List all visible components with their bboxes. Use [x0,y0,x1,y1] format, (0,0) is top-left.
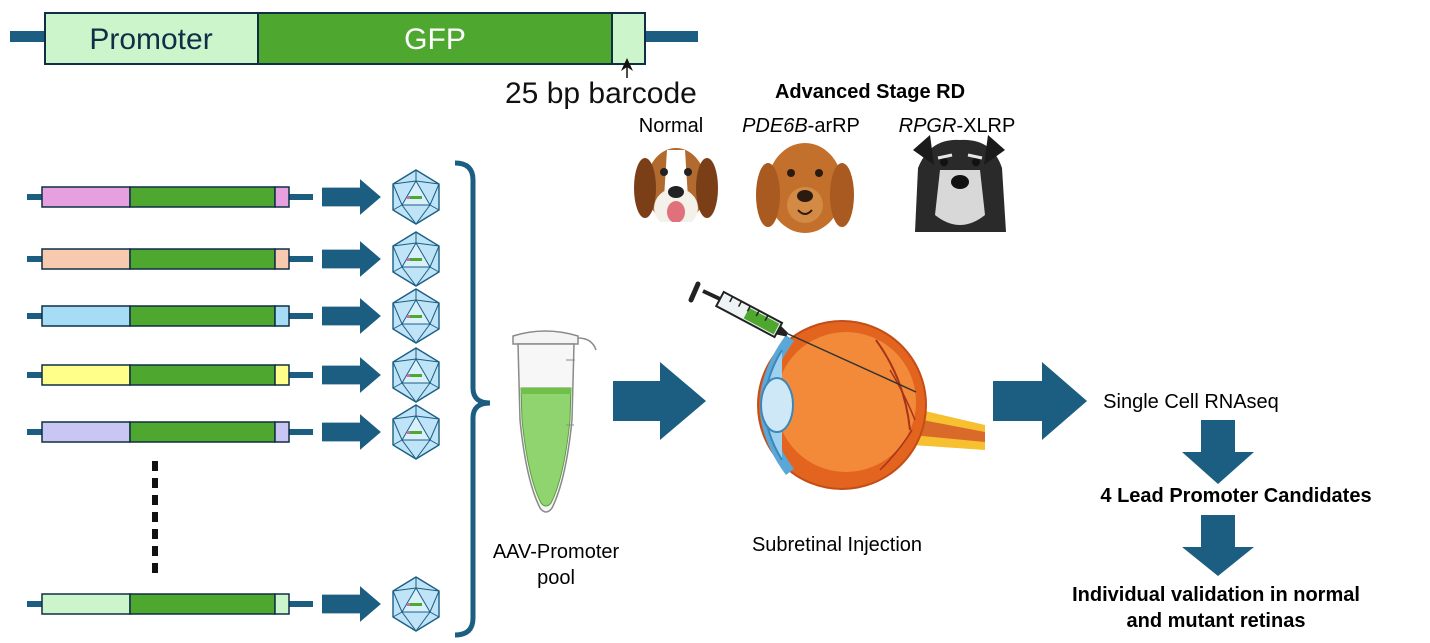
library-promoter [41,305,131,327]
library-row [27,347,440,403]
pipeline-step1: Single Cell RNAseq [1103,391,1279,413]
library-promoter [41,364,131,386]
aav-capsid-icon [392,169,440,225]
syringe-icon [688,281,917,393]
library-row [27,288,440,344]
library-barcode [274,364,290,386]
pipeline-step2: 4 Lead Promoter Candidates [1100,485,1371,507]
eye-icon [757,320,985,490]
library-arrow [322,357,381,393]
ellipsis-dots [152,461,158,573]
schnauzer-icon [913,135,1006,232]
library-gfp [129,593,276,615]
library-promoter [41,421,131,443]
flow-arrow-1 [613,362,706,440]
aav-capsid-icon [392,347,440,403]
library-gfp [129,248,276,270]
pipeline-arrow-1 [1182,420,1254,484]
tube-icon [512,330,597,513]
library-arrow [322,414,381,450]
pool-label-line1: AAV-Promoter [493,541,620,563]
gfp-box [257,12,613,65]
gfp-label: GFP [404,23,466,56]
library-arrow [322,586,381,622]
backbone-left [10,31,48,42]
library-arrow [322,241,381,277]
library-gfp [129,421,276,443]
library-row [27,404,440,460]
library-row [27,231,440,287]
top-construct: Promoter GFP 25 bp barcode [10,12,698,110]
library-gfp [129,364,276,386]
aav-capsid-icon [392,576,440,632]
library-barcode [274,593,290,615]
promoter-label: Promoter [89,23,212,56]
flow-arrow-2 [993,362,1087,440]
library-row [27,576,440,632]
library-barcode [274,305,290,327]
golden-retriever-icon [756,143,854,233]
backbone-right [643,31,698,42]
pipeline-step3-line2: and mutant retinas [1127,610,1306,632]
promoter-box [44,12,259,65]
barcode-box [611,12,646,65]
injection-label: Subretinal Injection [752,534,922,556]
dogs-heading: Advanced Stage RD [775,81,965,103]
pool-label-line2: pool [537,567,575,589]
barcode-label: 25 bp barcode [505,77,697,110]
construct-library [27,169,440,632]
library-barcode [274,421,290,443]
library-arrow [322,298,381,334]
dog-label-pde6b: PDE6B-arRP [742,115,860,137]
library-barcode [274,248,290,270]
library-brace [454,160,491,638]
pipeline-arrow-2 [1182,515,1254,576]
aav-capsid-icon [392,404,440,460]
library-barcode [274,186,290,208]
aav-capsid-icon [392,288,440,344]
aav-capsid-icon [392,231,440,287]
library-gfp [129,186,276,208]
library-promoter [41,248,131,270]
dog-label-normal: Normal [639,115,703,137]
dog-label-rpgr: RPGR-XLRP [899,115,1016,137]
library-promoter [41,593,131,615]
library-promoter [41,186,131,208]
library-row [27,169,440,225]
library-gfp [129,305,276,327]
barcode-arrowhead [621,58,633,71]
beagle-icon [634,148,718,230]
pipeline-step3-line1: Individual validation in normal [1072,584,1360,606]
library-arrow [322,179,381,215]
